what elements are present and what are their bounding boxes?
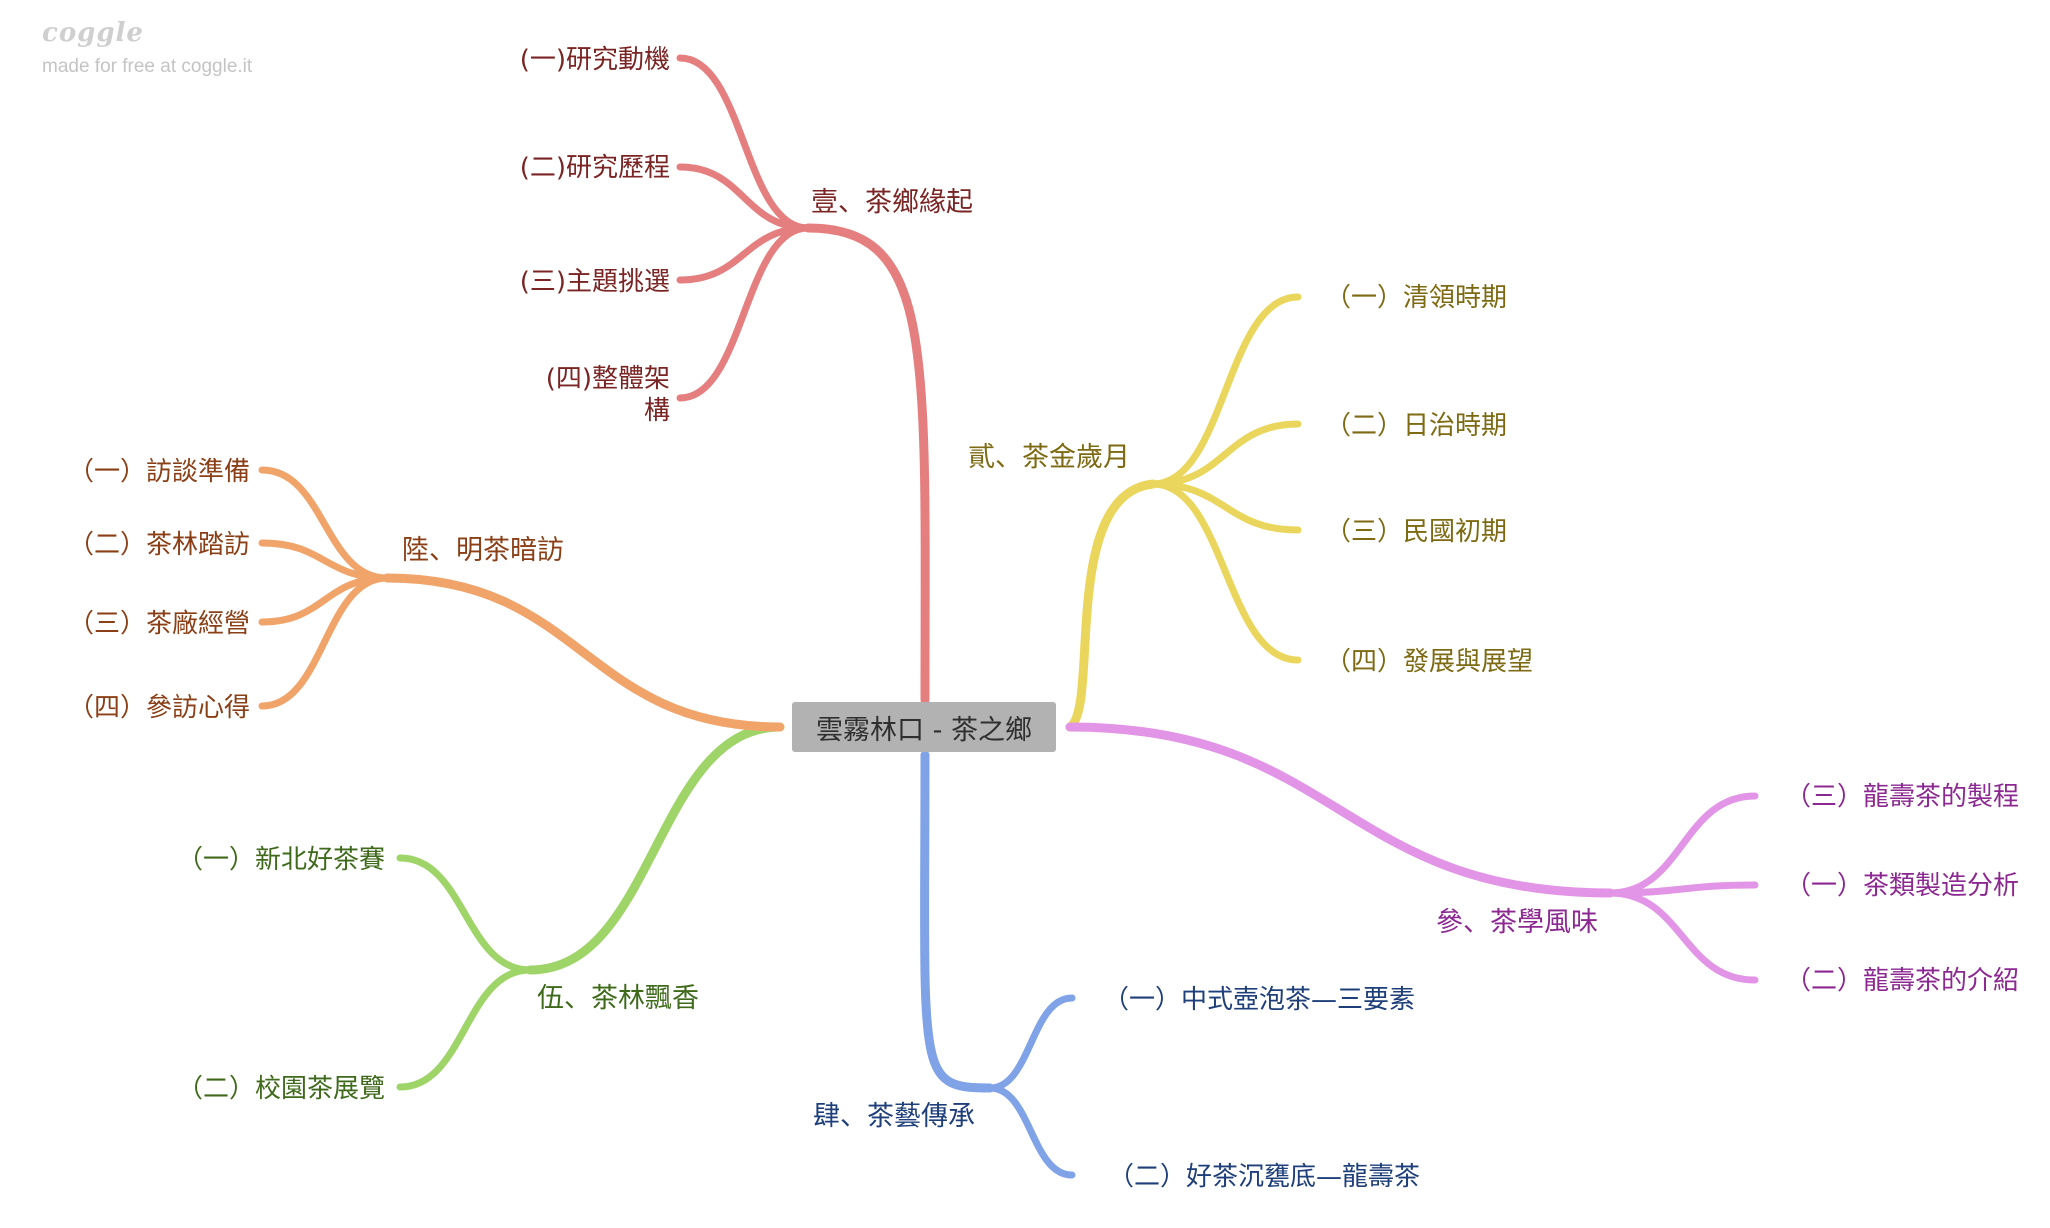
leaf-edge-4-2 <box>986 1084 1076 1179</box>
branch-edge-6 <box>382 573 785 732</box>
leaf-label-3-1[interactable]: （三）龍壽茶的製程 <box>1785 782 2019 812</box>
branch-label-5[interactable]: 伍、茶林飄香 <box>537 983 699 1014</box>
leaf-label-2-1[interactable]: （一）清領時期 <box>1325 283 1507 313</box>
leaf-label-2-3[interactable]: （三）民國初期 <box>1325 517 1507 547</box>
leaf-label-3-2[interactable]: （一）茶類製造分析 <box>1785 871 2019 901</box>
mindmap-edges <box>258 54 1759 1179</box>
leaf-label-4-1[interactable]: （一）中式壺泡茶—三要素 <box>1103 985 1415 1015</box>
branch-label-2[interactable]: 貳、茶金歲月 <box>968 442 1130 473</box>
branch-edge-1 <box>803 223 930 705</box>
leaf-label-2-2[interactable]: （二）日治時期 <box>1325 411 1507 441</box>
leaf-label-6-1[interactable]: （一）訪談準備 <box>68 457 250 487</box>
leaf-edge-2-3 <box>1149 480 1302 534</box>
branch-edge-2 <box>1065 479 1158 732</box>
leaf-label-1-3[interactable]: (三)主題挑選 <box>520 267 670 297</box>
central-node[interactable]: 雲霧林口 - 茶之鄉 <box>792 702 1056 752</box>
mindmap-labels: 壹、茶鄉緣起 (一)研究動機 (二)研究歷程 (三)主題挑選 (四)整體架構貳、茶金歲月… <box>68 45 2019 1192</box>
leaf-edge-4-1 <box>986 994 1076 1092</box>
leaf-label-6-3[interactable]: （三）茶廠經營 <box>68 609 250 639</box>
leaf-edge-3-1 <box>1606 792 1759 897</box>
leaf-label-6-2[interactable]: （二）茶林踏訪 <box>68 530 250 560</box>
leaf-label-5-1[interactable]: （一）新北好茶賽 <box>177 845 385 875</box>
branch-label-3[interactable]: 參、茶學風味 <box>1436 907 1598 938</box>
leaf-edge-1-1 <box>676 54 812 232</box>
leaf-label-1-2[interactable]: (二)研究歷程 <box>520 153 670 183</box>
branch-edge-3 <box>1065 722 1615 898</box>
leaf-label-3-3[interactable]: （二）龍壽茶的介紹 <box>1785 966 2019 996</box>
leaf-label-4-2[interactable]: （二）好茶沉甕底—龍壽茶 <box>1108 1162 1420 1192</box>
leaf-label-2-4[interactable]: （四）發展與展望 <box>1325 647 1533 677</box>
coggle-logo: coggle <box>42 18 144 48</box>
leaf-label-1-4[interactable]: (四)整體架構 <box>546 364 670 426</box>
leaf-label-5-2[interactable]: （二）校園茶展覽 <box>177 1074 385 1104</box>
central-node-label: 雲霧林口 - 茶之鄉 <box>816 714 1032 746</box>
leaf-label-1-1[interactable]: (一)研究動機 <box>520 45 670 75</box>
leaf-edge-5-2 <box>396 966 534 1091</box>
branch-edge-5 <box>525 722 785 975</box>
coggle-tagline: made for free at coggle.it <box>42 56 253 77</box>
leaf-edge-1-4 <box>676 224 812 402</box>
branch-label-4[interactable]: 肆、茶藝傳承 <box>813 1101 975 1132</box>
leaf-label-6-4[interactable]: （四）參訪心得 <box>68 693 250 723</box>
leaf-edge-1-3 <box>676 224 812 284</box>
leaf-edge-1-2 <box>676 163 812 232</box>
branch-label-1[interactable]: 壹、茶鄉緣起 <box>811 187 973 218</box>
branch-edge-4 <box>920 750 995 1093</box>
leaf-edge-2-1 <box>1149 293 1302 488</box>
leaf-edge-3-3 <box>1606 889 1759 984</box>
branch-label-6[interactable]: 陸、明茶暗訪 <box>402 535 564 566</box>
leaf-edge-2-2 <box>1149 420 1302 488</box>
leaf-edge-2-4 <box>1149 480 1302 664</box>
leaf-edge-5-1 <box>396 854 534 974</box>
coggle-watermark: coggle made for free at coggle.it <box>42 18 252 78</box>
leaf-edge-6-4 <box>258 574 391 710</box>
